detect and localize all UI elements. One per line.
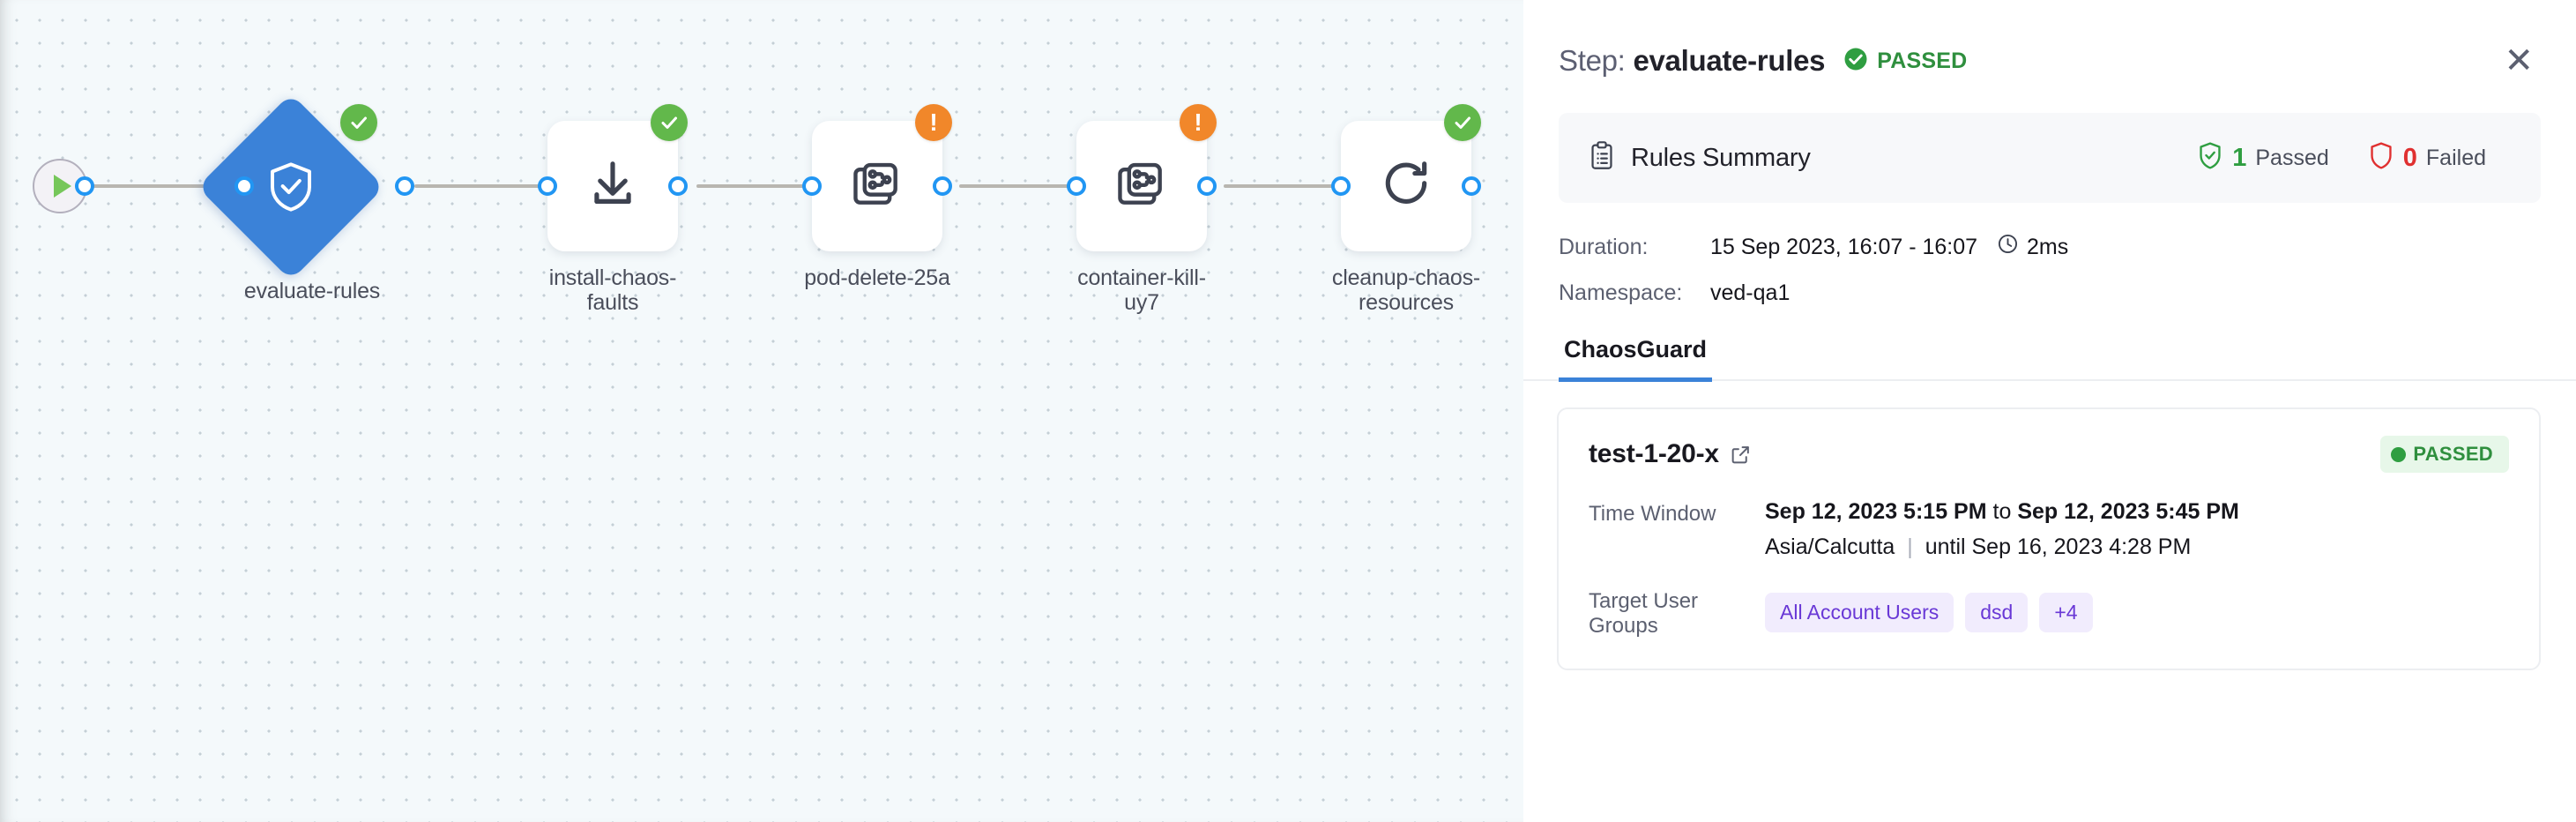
meta-value-duration: 15 Sep 2023, 16:07 - 16:07 2ms — [1710, 233, 2068, 261]
chaos-fault-icon — [850, 157, 905, 216]
result-card-name: test-1-20-x — [1589, 439, 1719, 468]
time-window-start: Sep 12, 2023 5:15 PM — [1765, 499, 1987, 524]
result-card-header: test-1-20-x PASSED — [1589, 436, 2509, 473]
node-install-chaos-faults[interactable]: install-chaos-faults — [547, 121, 678, 315]
step-name: evaluate-rules — [1633, 44, 1826, 77]
time-window-meta: Asia/Calcutta | until Sep 16, 2023 4:28 … — [1765, 534, 2239, 560]
meta-value-namespace: ved-qa1 — [1710, 280, 1791, 305]
port-install-in[interactable] — [538, 176, 557, 196]
edge-container-kill-to-cleanup — [1224, 184, 1347, 188]
node-label-container-kill-uy7: container-kill-uy7 — [1077, 265, 1206, 315]
rules-summary-title: Rules Summary — [1631, 143, 1811, 172]
node-label-cleanup-chaos-resources: cleanup-chaos-resources — [1331, 265, 1481, 315]
result-key-target-user-groups: Target User Groups — [1589, 589, 1699, 638]
clipboard-list-icon — [1589, 140, 1615, 176]
port-evaluate-rules-in[interactable] — [235, 176, 254, 196]
meta-key-namespace: Namespace: — [1559, 280, 1683, 305]
node-pod-delete-25a[interactable]: pod-delete-25a — [804, 121, 950, 290]
node-label-install-chaos-faults: install-chaos-faults — [548, 265, 677, 315]
status-badge-evaluate-rules — [340, 104, 377, 141]
status-dot-icon — [2391, 446, 2407, 462]
separator: | — [1907, 534, 1913, 559]
duration-range: 15 Sep 2023, 16:07 - 16:07 — [1710, 234, 1978, 259]
list-item[interactable]: All Account Users — [1765, 593, 1954, 632]
target-user-group-chips: All Account Users dsd +4 — [1765, 587, 2093, 639]
status-badge-pod-delete-25a: ! — [915, 104, 952, 141]
port-container-kill-out[interactable] — [1197, 176, 1217, 196]
port-install-out[interactable] — [668, 176, 688, 196]
time-window-range: Sep 12, 2023 5:15 PM to Sep 12, 2023 5:4… — [1765, 499, 2239, 525]
time-window-timezone: Asia/Calcutta — [1765, 534, 1895, 559]
check-circle-icon — [1843, 46, 1869, 77]
time-window-until: until Sep 16, 2023 4:28 PM — [1925, 534, 2192, 559]
status-badge-install-chaos-faults — [651, 104, 688, 141]
step-meta: Duration: 15 Sep 2023, 16:07 - 16:07 2ms… — [1559, 233, 2541, 306]
exclamation-glyph: ! — [929, 108, 938, 136]
time-window-joiner: to — [1992, 499, 2012, 524]
port-evaluate-rules-out[interactable] — [395, 176, 414, 196]
panel-tabs: ChaosGuard — [1523, 325, 2576, 382]
result-row-time-window: Time Window Sep 12, 2023 5:15 PM to Sep … — [1589, 499, 2509, 560]
chaosguard-result-card: test-1-20-x PASSED Time Window Sep 12, 2 — [1557, 407, 2541, 670]
rules-summary-left: Rules Summary — [1589, 140, 1811, 176]
chaos-fault-icon — [1114, 157, 1169, 216]
duration-elapsed: 2ms — [1997, 233, 2068, 261]
port-container-kill-in[interactable] — [1067, 176, 1086, 196]
result-value-time-window: Sep 12, 2023 5:15 PM to Sep 12, 2023 5:4… — [1765, 499, 2239, 560]
status-badge-container-kill-uy7: ! — [1180, 104, 1217, 141]
meta-row-duration: Duration: 15 Sep 2023, 16:07 - 16:07 2ms — [1559, 233, 2541, 261]
result-row-target-user-groups: Target User Groups All Account Users dsd… — [1589, 587, 2509, 639]
time-window-end: Sep 12, 2023 5:45 PM — [2017, 499, 2239, 524]
node-label-pod-delete-25a: pod-delete-25a — [804, 265, 950, 290]
step-label: Step: — [1559, 44, 1626, 77]
pipeline-start-node[interactable] — [33, 159, 87, 213]
port-cleanup-out[interactable] — [1462, 176, 1481, 196]
node-cleanup-chaos-resources[interactable]: cleanup-chaos-resources — [1332, 121, 1480, 315]
rules-summary-stats: 1 Passed 0 Failed — [2197, 141, 2509, 176]
rules-summary-card: Rules Summary 1 Passed — [1559, 113, 2541, 203]
shield-check-icon — [2197, 141, 2223, 176]
rules-passed-label: Passed — [2255, 145, 2329, 170]
edge-start-to-evaluate-rules — [86, 184, 236, 188]
status-badge-cleanup-chaos-resources — [1444, 104, 1481, 141]
status-badge: PASSED — [1843, 46, 1967, 77]
node-container-kill-uy7[interactable]: container-kill-uy7 — [1076, 121, 1207, 315]
clock-icon — [1997, 233, 2019, 261]
result-key-time-window: Time Window — [1589, 502, 1716, 526]
panel-header: Step: evaluate-rules PASSED ✕ — [1523, 0, 2576, 88]
tab-chaosguard[interactable]: ChaosGuard — [1559, 325, 1713, 382]
edge-evaluate-to-install — [414, 184, 547, 188]
page-title: Step: evaluate-rules — [1559, 44, 1825, 78]
rules-failed-stat: 0 Failed — [2368, 141, 2486, 176]
play-icon — [54, 175, 71, 198]
port-pod-delete-in[interactable] — [802, 176, 822, 196]
meta-row-namespace: Namespace: ved-qa1 — [1559, 280, 2541, 306]
port-start-out[interactable] — [75, 176, 94, 196]
step-details-panel: Step: evaluate-rules PASSED ✕ — [1523, 0, 2576, 822]
rules-passed-count: 1 — [2232, 143, 2247, 172]
refresh-icon — [1379, 157, 1433, 216]
external-link-icon[interactable] — [1730, 444, 1752, 466]
result-card-status-text: PASSED — [2413, 443, 2493, 465]
node-label-evaluate-rules: evaluate-rules — [243, 279, 381, 303]
result-card-status-badge: PASSED — [2380, 436, 2509, 473]
rules-failed-label: Failed — [2425, 145, 2486, 170]
port-pod-delete-out[interactable] — [933, 176, 952, 196]
duration-elapsed-text: 2ms — [2027, 234, 2069, 259]
download-icon — [585, 157, 640, 216]
port-cleanup-in[interactable] — [1331, 176, 1351, 196]
pipeline-canvas[interactable]: evaluate-rules install-chaos-faults — [0, 0, 1523, 822]
rules-failed-count: 0 — [2402, 143, 2417, 172]
shield-cross-icon — [2368, 141, 2394, 176]
list-item[interactable]: dsd — [1965, 593, 2029, 632]
status-text: PASSED — [1877, 48, 1968, 73]
meta-key-duration: Duration: — [1559, 234, 1649, 259]
edge-pod-delete-to-container-kill — [959, 184, 1083, 188]
edge-install-to-pod-delete — [696, 184, 820, 188]
list-item[interactable]: +4 — [2039, 593, 2093, 632]
pipeline-graph: evaluate-rules install-chaos-faults — [33, 93, 1481, 315]
rules-passed-stat: 1 Passed — [2197, 141, 2329, 176]
close-icon[interactable]: ✕ — [2504, 41, 2534, 80]
exclamation-glyph: ! — [1194, 108, 1202, 136]
